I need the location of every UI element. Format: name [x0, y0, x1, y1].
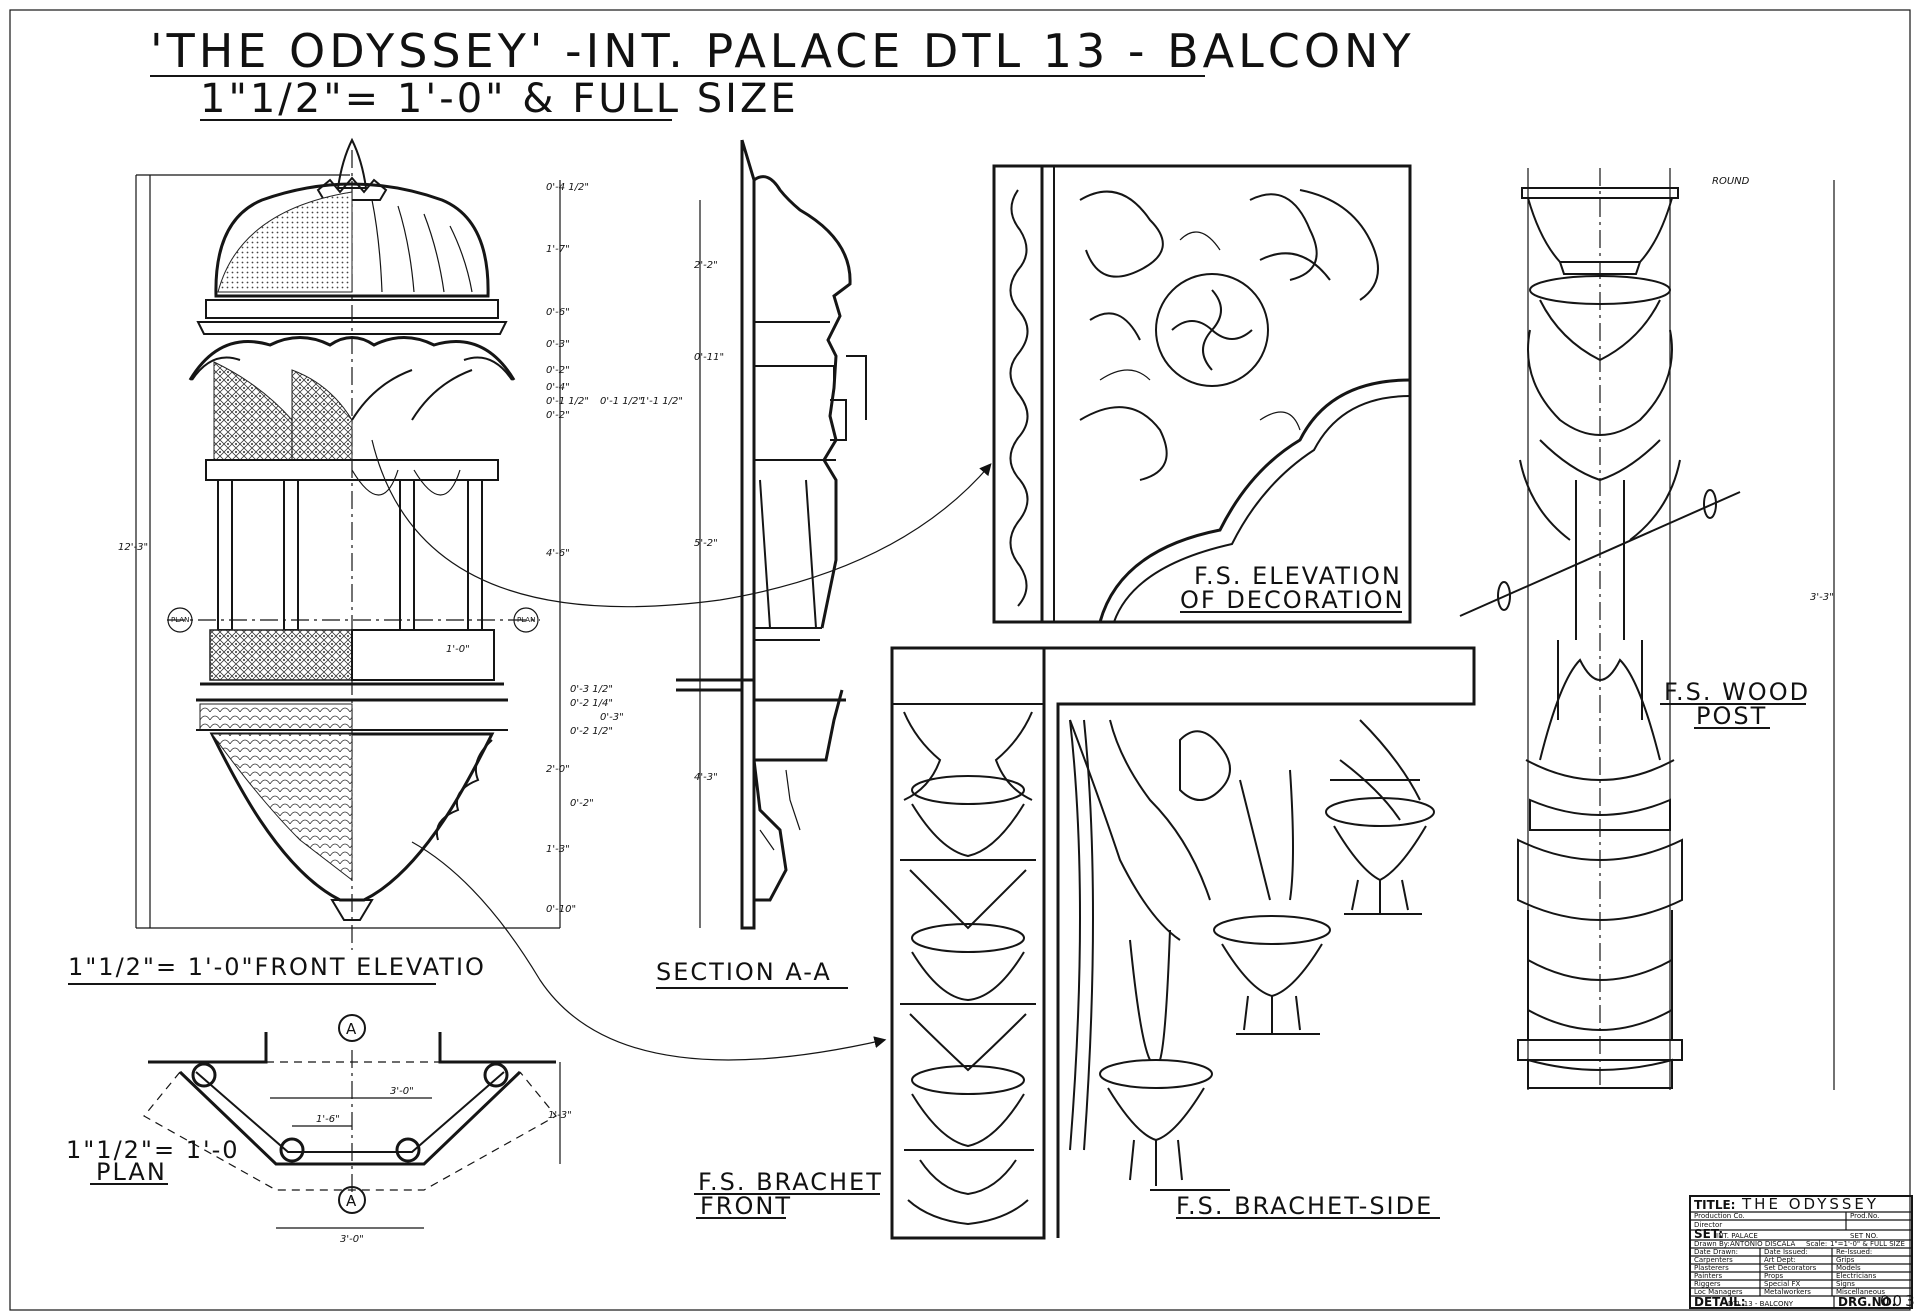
tb-re-issued: Re-Issued:	[1836, 1248, 1872, 1256]
svg-text:Loc Managers: Loc Managers	[1694, 1288, 1743, 1296]
section-label: SECTION A-A	[656, 958, 832, 986]
overall-height-dim: 12'-3"	[118, 542, 148, 553]
svg-text:0'-2": 0'-2"	[570, 798, 594, 809]
bracket-front-label-line2: FRONT	[700, 1192, 792, 1220]
post-label-line1: F.S. WOOD	[1664, 678, 1810, 706]
scale-title: 1"1/2"= 1'-0" & FULL SIZE	[200, 76, 799, 122]
wood-post-view: ROUND 3'-3" F.S. WOOD POST	[1459, 168, 1835, 1090]
svg-text:A: A	[346, 1192, 358, 1210]
front-dimension-chain: 0'-4 1/2" 1'-7" 0'-6" 0'-3" 0'-2" 0'-4" …	[446, 182, 683, 915]
svg-text:1'-6": 1'-6"	[316, 1114, 340, 1125]
tb-title-label: TITLE:	[1694, 1198, 1735, 1212]
plan-label: PLAN	[96, 1158, 167, 1186]
svg-text:2'-0": 2'-0"	[546, 764, 570, 775]
tb-director: Director	[1694, 1221, 1722, 1229]
decoration-label-line1: F.S. ELEVATION	[1194, 562, 1402, 590]
svg-text:0'-1 1/2": 0'-1 1/2"	[546, 396, 589, 407]
bracket-side-view: F.S. BRACHET-SIDE	[1042, 646, 1476, 1238]
svg-text:Carpenters: Carpenters	[1694, 1256, 1733, 1264]
svg-text:0'-11": 0'-11"	[694, 352, 724, 363]
svg-text:1'-7": 1'-7"	[546, 244, 570, 255]
svg-text:Painters: Painters	[1694, 1272, 1723, 1280]
tb-production-co: Production Co.	[1694, 1212, 1745, 1220]
tb-scale-value: 1"=1'-0" & FULL SIZE	[1830, 1240, 1905, 1248]
tb-title-value: THE ODYSSEY	[1741, 1195, 1879, 1213]
svg-text:0'-3 1/2": 0'-3 1/2"	[570, 684, 613, 695]
bracket-front-view: F.S. BRACHET FRONT	[694, 646, 1046, 1240]
post-height-dim: 3'-3"	[1810, 592, 1834, 603]
svg-text:1'-3": 1'-3"	[548, 1110, 572, 1121]
svg-text:0'-2": 0'-2"	[546, 410, 570, 421]
svg-text:Electricians: Electricians	[1836, 1272, 1877, 1280]
svg-text:5'-2": 5'-2"	[694, 538, 718, 549]
tb-drg-no-value: 003	[1880, 1292, 1918, 1310]
section-marker-top: A	[338, 1014, 366, 1042]
svg-text:0'-2 1/4": 0'-2 1/4"	[570, 698, 613, 709]
svg-text:4'-3": 4'-3"	[694, 772, 718, 783]
svg-text:0'-6": 0'-6"	[546, 307, 570, 318]
svg-text:Plasterers: Plasterers	[1694, 1264, 1729, 1272]
svg-text:Signs: Signs	[1836, 1280, 1855, 1288]
tb-set-label: SET:	[1694, 1227, 1723, 1241]
svg-text:0'-3": 0'-3"	[546, 339, 570, 350]
plan-scale-label: 1"1/2"= 1'-0	[66, 1136, 240, 1164]
front-elevation-label: 1"1/2"= 1'-0"FRONT ELEVATIO	[68, 953, 486, 981]
svg-text:3'-0": 3'-0"	[390, 1086, 414, 1097]
section-dimension-chain: 2'-2" 0'-11" 5'-2" 4'-3"	[694, 260, 724, 783]
svg-text:0'-2": 0'-2"	[546, 365, 570, 376]
front-elevation-view: PLAN PLAN 12'-3" 0'-4 1/2" 1'-7" 0'-6" 0…	[68, 137, 992, 1061]
tb-date-issued: Date Issued:	[1764, 1248, 1808, 1256]
tb-drawn-by-label: Drawn By:	[1694, 1240, 1730, 1248]
plan-view: A A 3'-0" 1'-6" 1'-3" 3'-0" 1"1/2"= 1'-0…	[66, 1014, 572, 1245]
round-label: ROUND	[1712, 176, 1750, 187]
svg-text:1'-0": 1'-0"	[446, 644, 470, 655]
svg-text:2'-2": 2'-2"	[694, 260, 718, 271]
svg-text:Art Dept:: Art Dept:	[1764, 1256, 1796, 1264]
post-label-line2: POST	[1696, 702, 1767, 730]
svg-text:1'-1 1/2": 1'-1 1/2"	[640, 396, 683, 407]
svg-text:PLAN: PLAN	[517, 616, 535, 624]
svg-text:Set Decorators: Set Decorators	[1764, 1264, 1817, 1272]
svg-text:0'-4 1/2": 0'-4 1/2"	[546, 182, 589, 193]
bracket-front-label-line1: F.S. BRACHET	[698, 1168, 883, 1196]
drawing-title: 'THE ODYSSEY' -INT. PALACE DTL 13 - BALC…	[150, 24, 1415, 122]
svg-text:0'-4": 0'-4"	[546, 382, 570, 393]
decoration-elevation-view: F.S. ELEVATION OF DECORATION	[992, 164, 1412, 624]
tb-department-rows: Carpenters Art Dept: Grips Plasterers Se…	[1694, 1256, 1885, 1296]
tb-set-no: SET NO.	[1850, 1232, 1878, 1240]
tb-set-value: INT. PALACE	[1716, 1232, 1758, 1240]
tb-drawn-by-value: ANTONIO DISCALA	[1730, 1240, 1795, 1248]
main-title: 'THE ODYSSEY' -INT. PALACE DTL 13 - BALC…	[150, 24, 1415, 78]
svg-text:Metalworkers: Metalworkers	[1764, 1288, 1811, 1296]
tb-date-drawn: Date Drawn:	[1694, 1248, 1738, 1256]
svg-text:Riggers: Riggers	[1694, 1280, 1721, 1288]
sheet-border	[9, 9, 1911, 1311]
decoration-label-line2: OF DECORATION	[1180, 586, 1404, 614]
svg-text:Grips: Grips	[1836, 1256, 1855, 1264]
svg-text:Props: Props	[1764, 1272, 1784, 1280]
svg-text:A: A	[346, 1020, 358, 1038]
plan-marker-right: PLAN	[513, 607, 539, 633]
svg-text:0'-3": 0'-3"	[600, 712, 624, 723]
tb-prod-no: Prod.No.	[1850, 1212, 1879, 1220]
bracket-side-label: F.S. BRACHET-SIDE	[1176, 1192, 1433, 1220]
svg-text:0'-2 1/2": 0'-2 1/2"	[570, 726, 613, 737]
tb-scale-label: Scale:	[1806, 1240, 1827, 1248]
tb-detail-value: DTL 13 - BALCONY	[1728, 1300, 1794, 1308]
svg-text:Miscellaneous: Miscellaneous	[1836, 1288, 1885, 1296]
svg-text:0'-1 1/2": 0'-1 1/2"	[600, 396, 643, 407]
section-marker-bottom: A	[338, 1186, 366, 1214]
svg-text:1'-3": 1'-3"	[546, 844, 570, 855]
tb-detail-label: DETAIL:	[1694, 1295, 1746, 1309]
title-block: TITLE: THE ODYSSEY Production Co. Prod.N…	[1689, 1195, 1918, 1310]
svg-text:Special FX: Special FX	[1764, 1280, 1800, 1288]
svg-text:0'-10": 0'-10"	[546, 904, 576, 915]
svg-text:4'-6": 4'-6"	[546, 548, 570, 559]
section-view: 2'-2" 0'-11" 5'-2" 4'-3" SECTION A-A	[656, 139, 867, 989]
svg-text:3'-0": 3'-0"	[340, 1234, 364, 1245]
tb-drg-no-label: DRG.NO.	[1838, 1295, 1896, 1309]
svg-text:Models: Models	[1836, 1264, 1861, 1272]
